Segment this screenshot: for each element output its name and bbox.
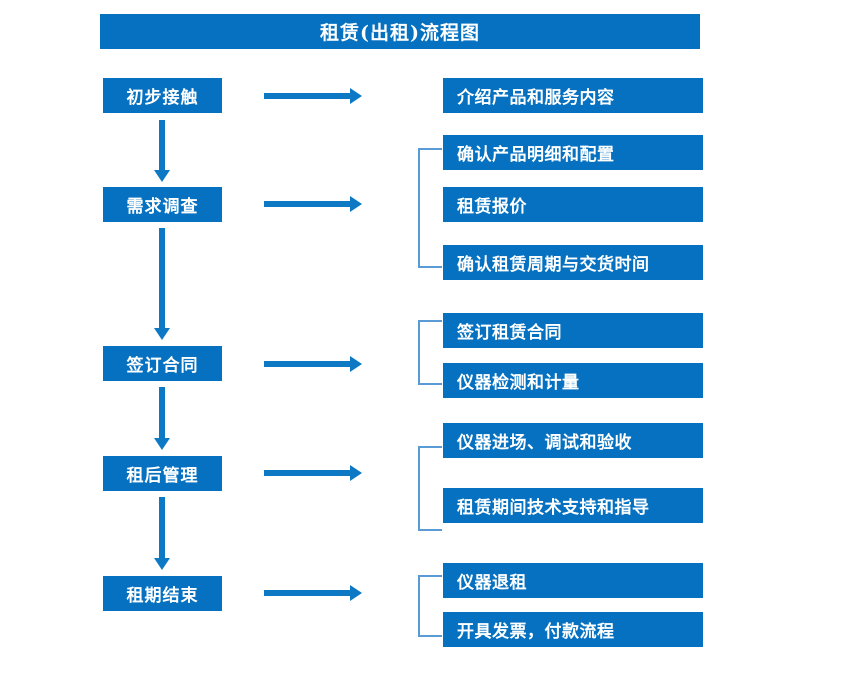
detail-box-1-1[interactable]: 介绍产品和服务内容 — [443, 78, 703, 113]
stage-box-5[interactable]: 租期结束 — [103, 576, 222, 611]
detail-box-3-2[interactable]: 仪器检测和计量 — [443, 363, 703, 398]
flow-arrow-down-1 — [154, 120, 170, 182]
stage-box-4[interactable]: 租后管理 — [103, 456, 222, 491]
stage-box-2[interactable]: 需求调查 — [103, 187, 222, 222]
detail-box-2-2[interactable]: 租赁报价 — [443, 187, 703, 222]
flow-arrow-right-2 — [264, 196, 362, 212]
group-bracket-5 — [418, 575, 442, 637]
group-bracket-3 — [418, 320, 442, 385]
stage-box-3[interactable]: 签订合同 — [103, 346, 222, 381]
detail-box-4-2[interactable]: 租赁期间技术支持和指导 — [443, 488, 703, 523]
flow-arrow-right-5 — [264, 585, 362, 601]
detail-box-4-1[interactable]: 仪器进场、调试和验收 — [443, 423, 703, 458]
detail-box-5-2[interactable]: 开具发票，付款流程 — [443, 612, 703, 647]
flow-arrow-down-2 — [154, 228, 170, 340]
detail-box-2-1[interactable]: 确认产品明细和配置 — [443, 135, 703, 170]
detail-box-5-1[interactable]: 仪器退租 — [443, 563, 703, 598]
flow-arrow-right-3 — [264, 356, 362, 372]
flow-arrow-right-1 — [264, 88, 362, 104]
detail-box-3-1[interactable]: 签订租赁合同 — [443, 313, 703, 348]
stage-box-1[interactable]: 初步接触 — [103, 78, 222, 113]
flow-arrow-down-3 — [154, 387, 170, 450]
page-title: 租赁(出租)流程图 — [100, 14, 700, 49]
flow-arrow-down-4 — [154, 497, 170, 570]
detail-box-2-3[interactable]: 确认租赁周期与交货时间 — [443, 245, 703, 280]
flow-arrow-right-4 — [264, 465, 362, 481]
group-bracket-4 — [418, 446, 442, 531]
group-bracket-2 — [418, 148, 442, 268]
